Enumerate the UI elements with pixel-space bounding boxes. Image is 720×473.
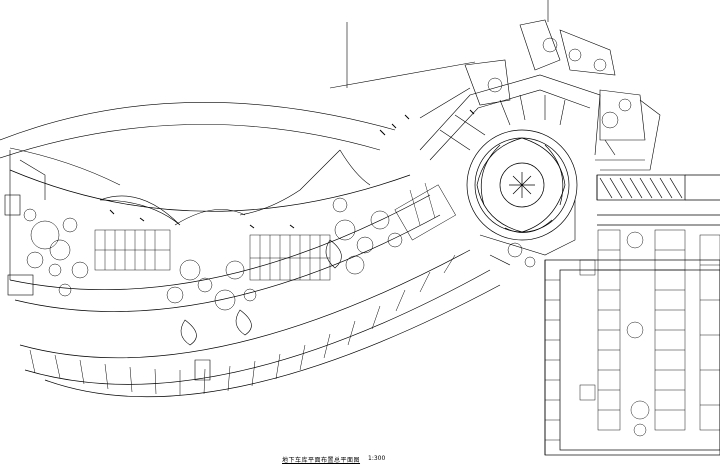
site-boundary-lines	[329, 0, 549, 119]
garage-curved-wing	[9, 169, 501, 398]
drawing-scale: 1:300	[368, 455, 386, 462]
axis-marks	[109, 109, 475, 229]
rotunda-entry	[419, 74, 601, 266]
canopies	[99, 149, 371, 226]
parking-stalls-right	[545, 229, 720, 441]
garage-right-wing	[544, 174, 720, 456]
curved-road	[0, 102, 396, 186]
pavilion-cluster	[464, 19, 661, 171]
drawing-title: 地下车库平面布置总平面图	[282, 457, 361, 464]
parking-stalls-inner	[94, 182, 456, 281]
left-edge-structure	[4, 150, 46, 296]
lobby-nodes	[180, 239, 342, 381]
landscape-courtyards	[23, 37, 632, 311]
rotunda	[466, 129, 578, 241]
parking-stalls-outer	[29, 254, 456, 395]
